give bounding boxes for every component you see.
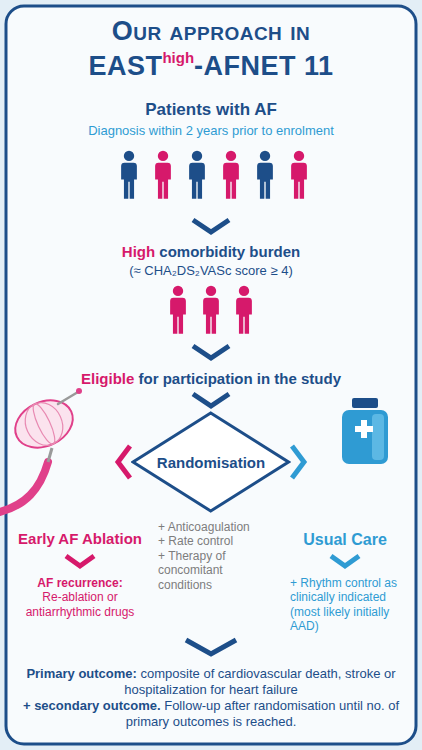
shared-therapy: + Therapy of concomitant conditions xyxy=(158,549,270,592)
panel-border xyxy=(6,6,416,744)
group-note: Diagnosis within 2 years prior to enrolm… xyxy=(88,123,334,138)
outcome-text-line: Primary outcome:composite of cardiovascu… xyxy=(18,666,404,697)
node-label: Randomisation xyxy=(131,454,290,471)
outcome-text-line: + secondary outcome.Follow-up after rand… xyxy=(18,698,404,729)
title-line: high xyxy=(162,49,194,66)
shared-therapy: + Anticoagulation xyxy=(158,520,270,534)
arm-note: AF recurrence: xyxy=(10,576,150,590)
title-line-line: EASThigh-AFNET 11 xyxy=(0,50,422,82)
eligibility-text-line: Eligible for participation in the study xyxy=(0,370,422,388)
high-risk-icons xyxy=(170,286,252,334)
group-heading: Patients with AF xyxy=(145,100,277,119)
arm-heading-line: Usual Care xyxy=(288,530,402,549)
decision-diamond: Randomisation xyxy=(131,411,290,513)
eligibility-text: for participation in the study xyxy=(139,370,342,387)
title-line: EAST xyxy=(88,51,162,81)
criterion-heading-line: Highcomorbidity burden xyxy=(0,243,422,261)
arm-note: Re-ablation or antiarrhythmic drugs xyxy=(10,590,150,619)
title-line: -AFNET 11 xyxy=(194,51,334,81)
outcome-text: composite of cardiovascular death, strok… xyxy=(124,666,395,697)
medicine-bottle xyxy=(342,398,388,464)
criterion-note-line: (≈ CHA₂DS₂VASc score ≥ 4) xyxy=(0,263,422,279)
criterion-heading: High xyxy=(122,243,155,260)
patient-icons xyxy=(121,151,307,199)
ablation-catheter xyxy=(0,388,82,512)
arm-heading: Usual Care xyxy=(303,531,387,548)
shared-therapy: + Rate control xyxy=(158,534,270,548)
eligibility-text: Eligible xyxy=(81,370,134,387)
arm-heading-line: Early AF Ablation xyxy=(6,530,154,548)
outcome-text: + secondary outcome. xyxy=(23,698,161,713)
title: Our approach in xyxy=(0,16,422,47)
arm-note-line: + Rhythm control as clinically indicated… xyxy=(290,576,410,634)
criterion-note: (≈ CHA₂DS₂VASc score ≥ 4) xyxy=(129,263,293,278)
group-note-line: Diagnosis within 2 years prior to enrolm… xyxy=(0,123,422,139)
arm-note-line: AF recurrence:Re-ablation or antiarrhyth… xyxy=(10,576,150,619)
outcome-text: Follow-up after randomisation until no. … xyxy=(126,698,399,729)
outcome-text: Primary outcome: xyxy=(26,666,137,681)
arm-heading: Early AF Ablation xyxy=(18,530,142,547)
shared-therapy-line: + Anticoagulation+ Rate control+ Therapy… xyxy=(158,520,270,592)
criterion-heading: comorbidity burden xyxy=(159,243,300,260)
group-heading-line: Patients with AF xyxy=(0,100,422,120)
arm-note: + Rhythm control as clinically indicated… xyxy=(290,576,397,633)
